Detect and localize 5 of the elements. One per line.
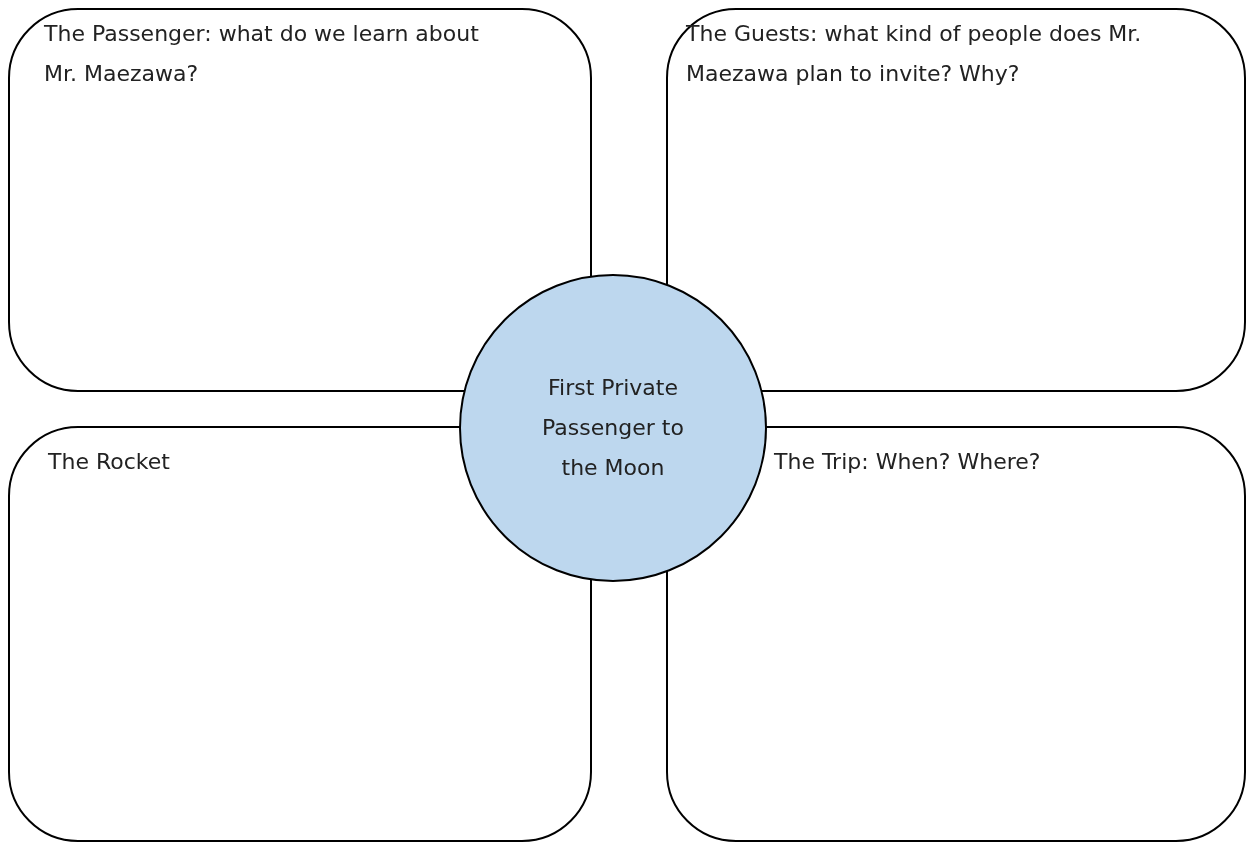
question-text: The Rocket — [48, 448, 171, 476]
question-text: The Guests: what kind of people does Mr. Maezawa plan to invite? Why? — [686, 20, 1143, 88]
question-text: The Trip: When? Where? — [774, 448, 1042, 476]
question-text: The Passenger: what do we learn about Mr. Maezawa? — [44, 20, 480, 88]
topic-text: First Private Passenger to the Moon — [541, 374, 685, 482]
